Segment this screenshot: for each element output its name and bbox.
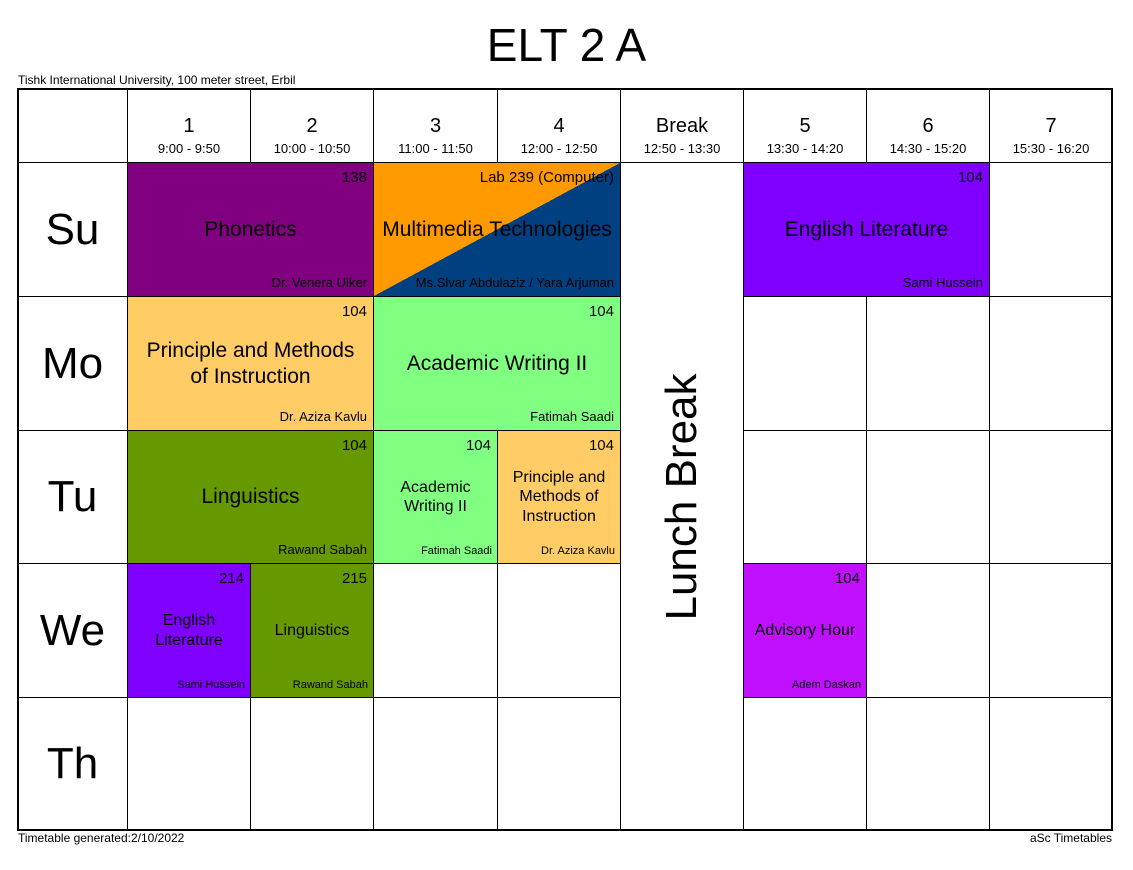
period-number: 7 [1045, 115, 1057, 137]
lesson-room: 104 [341, 437, 367, 454]
period-time: 10:00 - 10:50 [273, 141, 351, 156]
corner-cell [17, 88, 128, 163]
lesson-teacher: Dr. Venera Ulker [271, 275, 367, 290]
day-label-mo: Mo [17, 296, 128, 431]
lesson-subject: Academic Writing II [400, 478, 471, 515]
lesson-subject: Multimedia Technologies [382, 217, 612, 241]
lesson-teacher: Ms.Slvar Abdulaziz / Yara Arjuman [415, 275, 614, 290]
day-label-su: Su [17, 162, 128, 297]
lesson-teacher: Dr. Aziza Kavlu [279, 409, 367, 424]
empty-slot[interactable] [497, 563, 621, 698]
period-header: Break 12:50 - 13:30 [620, 88, 744, 163]
empty-slot[interactable] [743, 296, 867, 431]
lesson-room: 138 [341, 169, 367, 186]
period-number: 1 [183, 115, 195, 137]
lesson-room: Lab 239 (Computer) [479, 169, 614, 186]
period-header: 4 12:00 - 12:50 [497, 88, 621, 163]
empty-slot[interactable] [866, 563, 990, 698]
period-header: 1 9:00 - 9:50 [127, 88, 251, 163]
empty-slot[interactable] [743, 430, 867, 564]
empty-slot[interactable] [866, 697, 990, 831]
lesson-subject: English Literature [155, 612, 223, 649]
lesson-subject: Linguistics [201, 485, 300, 509]
lesson-room: 104 [341, 303, 367, 320]
lesson-teacher: Sami Hussein [177, 679, 245, 691]
period-number: 3 [429, 115, 442, 137]
lesson-subject: English Literature [784, 217, 949, 241]
lunch-break-column: Lunch Break [620, 162, 744, 831]
lesson-room: 104 [834, 570, 860, 587]
empty-slot[interactable] [743, 697, 867, 831]
period-header: 7 15:30 - 16:20 [989, 88, 1113, 163]
day-label-we: We [17, 563, 128, 698]
period-number: 2 [306, 115, 318, 137]
lesson-subject: Principle and Methods of Instruction [512, 469, 606, 525]
period-number: 6 [922, 115, 934, 137]
period-time: 12:00 - 12:50 [520, 141, 598, 156]
empty-slot[interactable] [373, 697, 498, 831]
empty-slot[interactable] [989, 563, 1113, 698]
lesson-room: 104 [588, 303, 614, 320]
generated-date: Timetable generated:2/10/2022 [18, 831, 185, 845]
lesson-teacher: Sami Hussein [902, 275, 983, 290]
lesson-room: 104 [465, 437, 491, 454]
period-number: 4 [553, 115, 565, 137]
lesson-teacher: Fatimah Saadi [421, 545, 492, 557]
lesson-teacher: Fatimah Saadi [530, 409, 614, 424]
empty-slot[interactable] [989, 296, 1113, 431]
lesson-teacher: Dr. Aziza Kavlu [541, 545, 615, 557]
empty-slot[interactable] [373, 563, 498, 698]
period-time: 9:00 - 9:50 [157, 141, 221, 156]
page-title: ELT 2 A [486, 19, 647, 71]
period-time: 12:50 - 13:30 [643, 141, 721, 156]
lesson-room: 214 [218, 570, 244, 587]
lesson-room: 104 [588, 437, 614, 454]
empty-slot[interactable] [866, 430, 990, 564]
lesson-room: 215 [341, 570, 367, 587]
lesson-subject: Advisory Hour [754, 621, 856, 639]
institution-address: Tishk International University, 100 mete… [18, 73, 296, 87]
lesson-card[interactable]: Lab 239 (Computer) Multimedia Technologie… [373, 162, 621, 297]
empty-slot[interactable] [497, 697, 621, 831]
lesson-subject: Principle and Methods of Instruction [146, 339, 355, 388]
lesson-teacher: Adem Daskan [791, 679, 861, 691]
lesson-subject: Academic Writing II [406, 351, 588, 375]
footer-brand: aSc Timetables [1029, 831, 1112, 845]
period-time: 13:30 - 14:20 [766, 141, 844, 156]
day-label-tu: Tu [17, 430, 128, 564]
empty-slot[interactable] [989, 697, 1113, 831]
empty-slot[interactable] [127, 697, 251, 831]
empty-slot[interactable] [989, 430, 1113, 564]
period-number: Break [655, 115, 709, 137]
period-number: 5 [799, 115, 811, 137]
period-header: 6 14:30 - 15:20 [866, 88, 990, 163]
lesson-subject: Linguistics [274, 621, 350, 639]
lesson-teacher: Rawand Sabah [278, 542, 367, 557]
lesson-room: 104 [957, 169, 983, 186]
period-time: 11:00 - 11:50 [398, 141, 473, 156]
period-time: 14:30 - 15:20 [889, 141, 967, 156]
lesson-subject: Phonetics [204, 217, 297, 241]
empty-slot[interactable] [989, 162, 1113, 297]
lunch-break-label: Lunch Break [657, 372, 706, 621]
period-header: 5 13:30 - 14:20 [743, 88, 867, 163]
empty-slot[interactable] [866, 296, 990, 431]
period-header: 3 11:00 - 11:50 [373, 88, 498, 163]
day-label-th: Th [17, 697, 128, 831]
empty-slot[interactable] [250, 697, 374, 831]
period-time: 15:30 - 16:20 [1012, 141, 1090, 156]
period-header: 2 10:00 - 10:50 [250, 88, 374, 163]
lesson-teacher: Rawand Sabah [292, 679, 368, 691]
